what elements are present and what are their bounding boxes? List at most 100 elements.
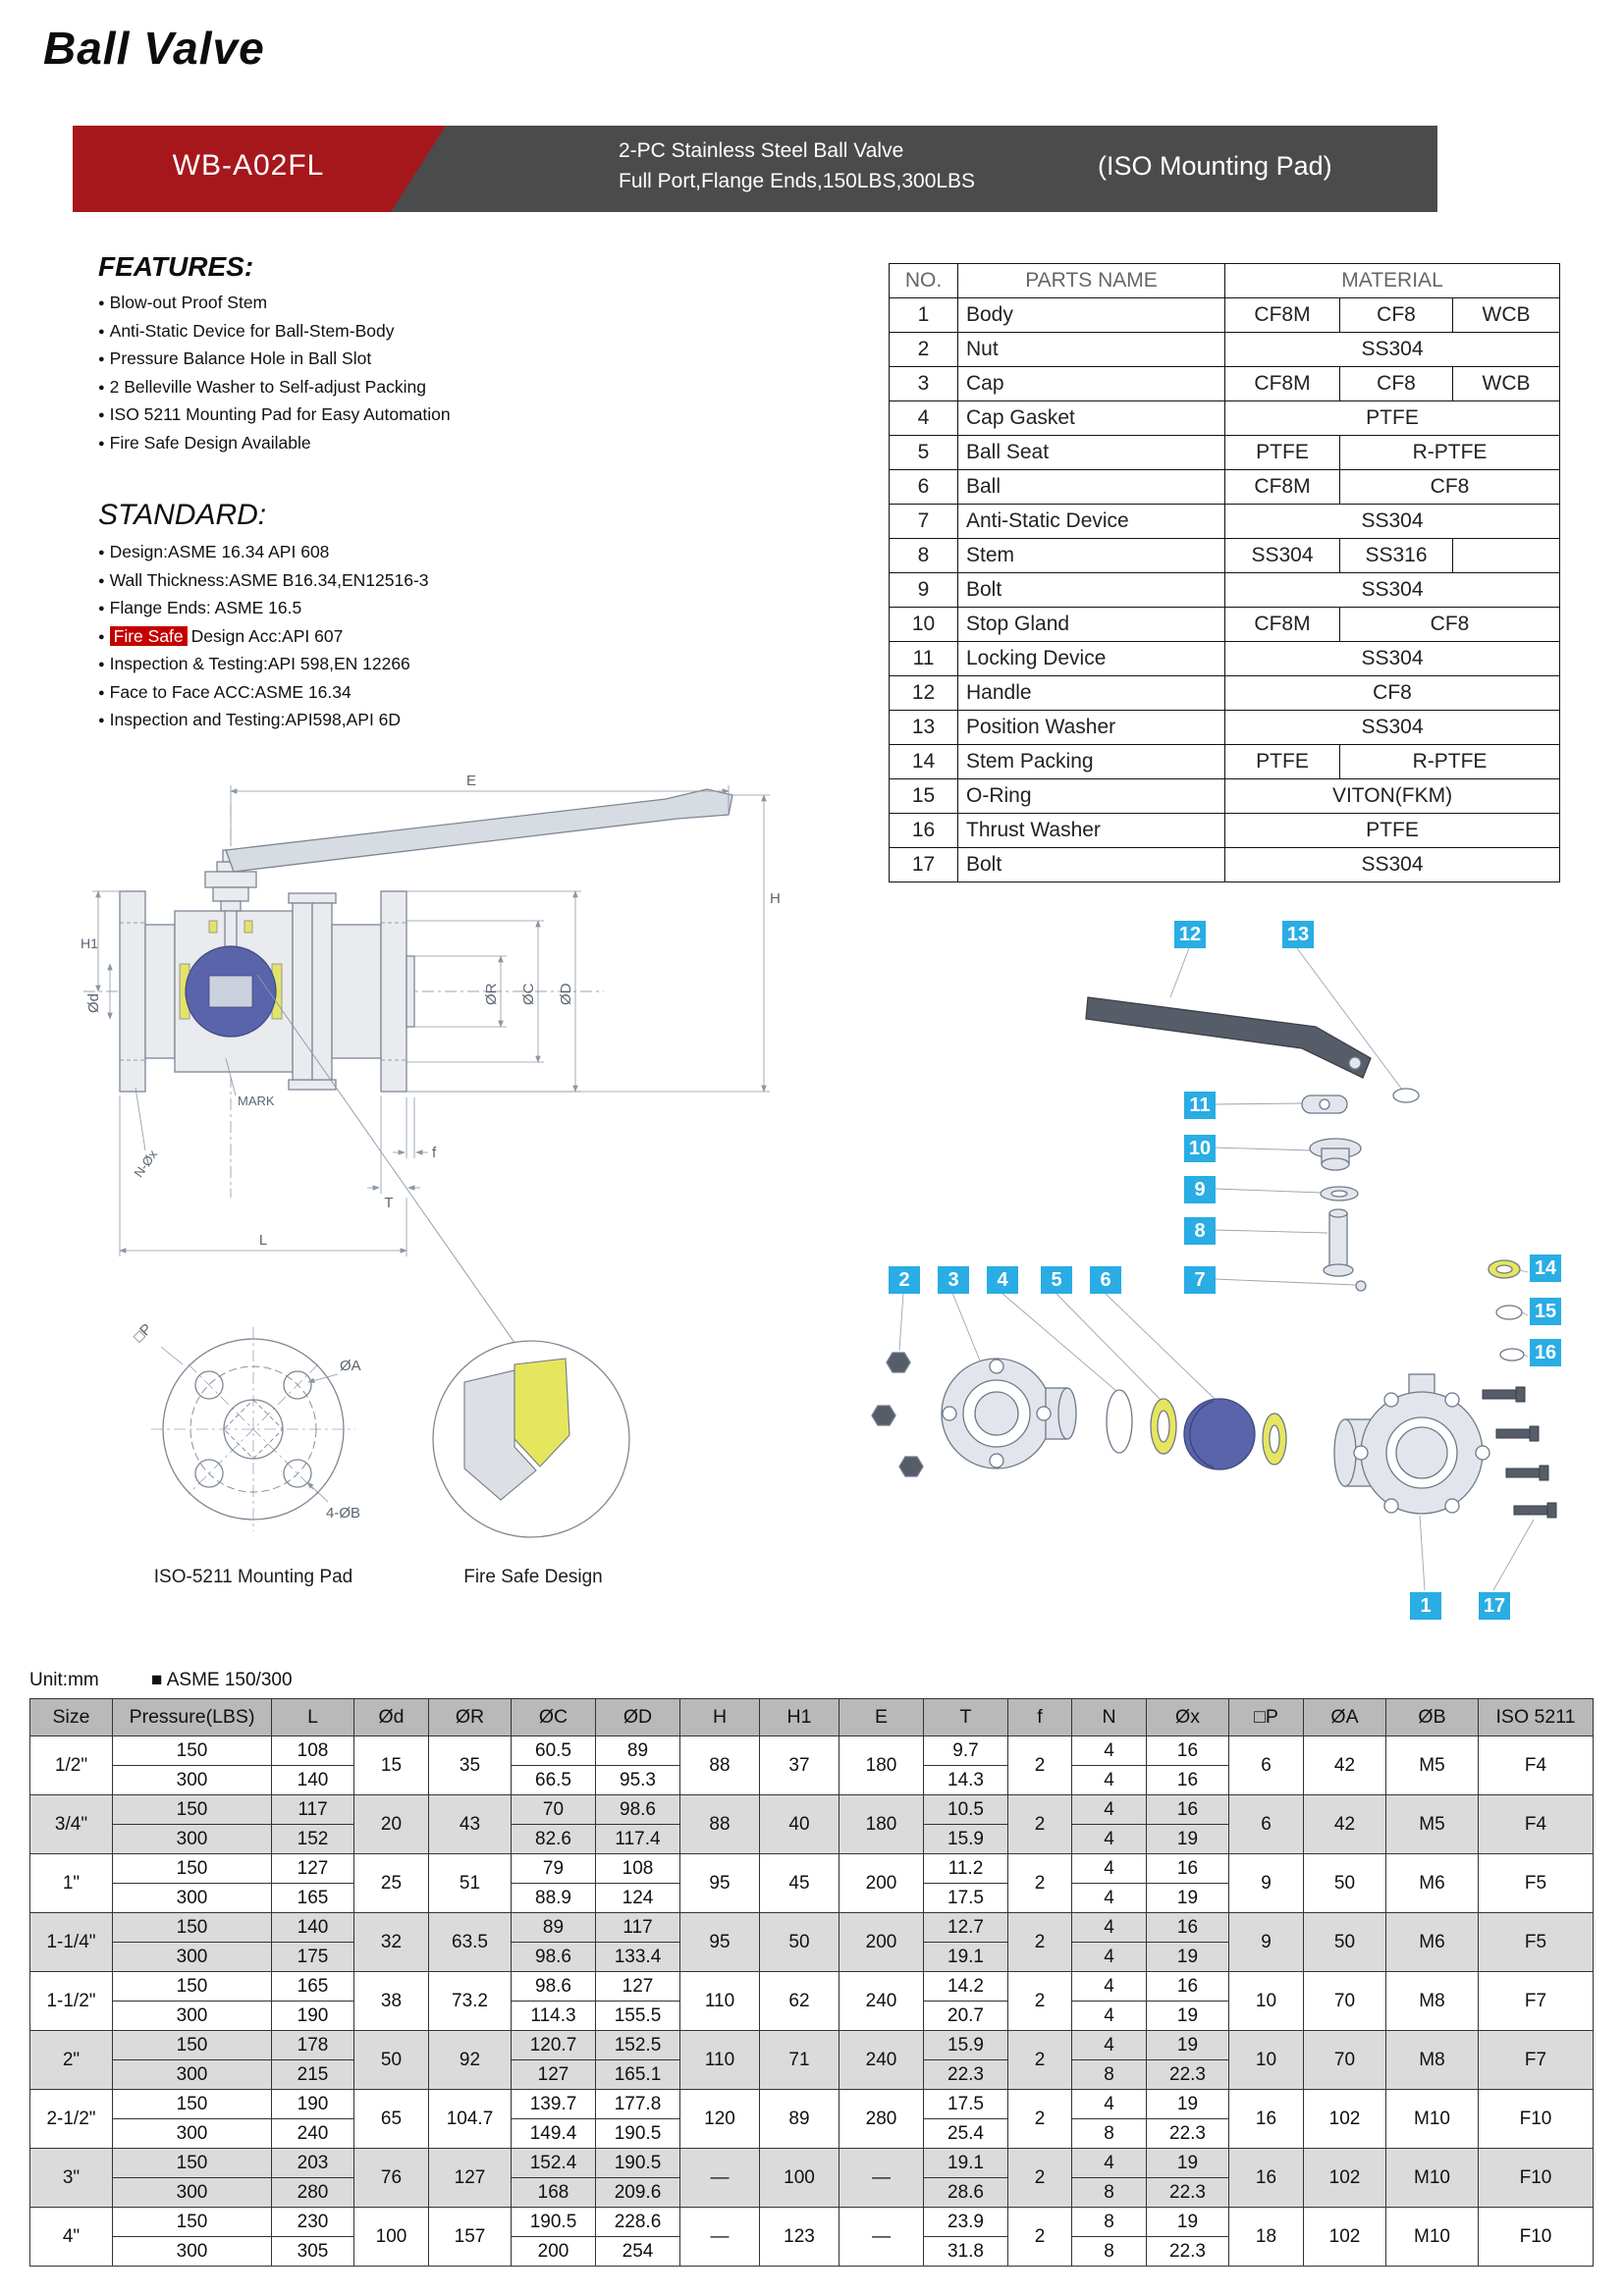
part-no: 5 bbox=[889, 435, 958, 470]
iso-pad-caption: ISO-5211 Mounting Pad bbox=[153, 1567, 353, 1587]
dim-cell: 51 bbox=[428, 1853, 512, 1913]
part-no: 13 bbox=[889, 710, 958, 745]
part-name: Position Washer bbox=[957, 710, 1225, 745]
part-name: Stop Gland bbox=[957, 607, 1225, 642]
dim-cell: 65 bbox=[353, 2089, 429, 2149]
part-material: CF8 bbox=[1338, 469, 1561, 505]
dim-cell: 4 bbox=[1071, 1912, 1147, 1943]
dim-cell: F4 bbox=[1478, 1794, 1594, 1854]
dim-cell: 190.5 bbox=[511, 2207, 596, 2237]
size-cell: 1/2" bbox=[29, 1735, 113, 1795]
dim-cell: F10 bbox=[1478, 2089, 1594, 2149]
dim-cell: 76 bbox=[353, 2148, 429, 2208]
dim-cell: 9 bbox=[1228, 1853, 1304, 1913]
dim-cell: 100 bbox=[759, 2148, 839, 2208]
dim-cell: 280 bbox=[839, 2089, 924, 2149]
dim-label-h1: H1 bbox=[81, 935, 98, 951]
dim-cell: 300 bbox=[112, 1765, 272, 1795]
dim-cell: 50 bbox=[353, 2030, 429, 2090]
dim-cell: 10.5 bbox=[923, 1794, 1008, 1825]
dim-cell: 92 bbox=[428, 2030, 512, 2090]
mark-label: MARK bbox=[238, 1094, 275, 1108]
dim-cell: 43 bbox=[428, 1794, 512, 1854]
dim-label-f: f bbox=[432, 1145, 437, 1161]
part-name: Ball bbox=[957, 469, 1225, 505]
part-name: Locking Device bbox=[957, 641, 1225, 676]
dim-cell: F7 bbox=[1478, 2030, 1594, 2090]
dim-cell: 88 bbox=[679, 1735, 760, 1795]
dim-cell: 70 bbox=[1303, 2030, 1386, 2090]
model-number: WB-A02FL bbox=[172, 149, 325, 182]
part-material: CF8M bbox=[1224, 366, 1340, 401]
dim-cell: 20 bbox=[353, 1794, 429, 1854]
part-material: SS316 bbox=[1339, 538, 1453, 573]
dim-cell: 200 bbox=[839, 1853, 924, 1913]
dim-cell: 300 bbox=[112, 1942, 272, 1972]
part-material bbox=[1451, 538, 1561, 573]
part-tag-9: 9 bbox=[1184, 1176, 1216, 1203]
fire-safe-detail-drawing bbox=[432, 1340, 630, 1538]
part-material: SS304 bbox=[1223, 332, 1561, 367]
dim-header-cell: ØC bbox=[511, 1698, 596, 1736]
dim-cell: 95.3 bbox=[595, 1765, 680, 1795]
dim-cell: 200 bbox=[511, 2236, 596, 2267]
features-list: Blow-out Proof StemAnti-Static Device fo… bbox=[98, 290, 560, 457]
dim-cell: 17.5 bbox=[923, 2089, 1008, 2119]
dim-cell: 98.6 bbox=[595, 1794, 680, 1825]
part-no: 4 bbox=[889, 400, 958, 436]
dim-header-cell: T bbox=[923, 1698, 1008, 1736]
dim-label-h: H bbox=[770, 890, 781, 907]
part-material: PTFE bbox=[1223, 813, 1561, 848]
dim-cell: 16 bbox=[1146, 1971, 1229, 2002]
part-material: CF8 bbox=[1339, 366, 1453, 401]
dim-cell: 4 bbox=[1071, 1735, 1147, 1766]
dim-cell: 20.7 bbox=[923, 2001, 1008, 2031]
dim-header-cell: ØA bbox=[1303, 1698, 1386, 1736]
dim-cell: 2 bbox=[1007, 1735, 1072, 1795]
dim-cell: 139.7 bbox=[511, 2089, 596, 2119]
features-heading: FEATURES: bbox=[98, 251, 254, 282]
dim-cell: 66.5 bbox=[511, 1765, 596, 1795]
dim-cell: 22.3 bbox=[1146, 2118, 1229, 2149]
dim-cell: 280 bbox=[271, 2177, 354, 2208]
dim-cell: 133.4 bbox=[595, 1942, 680, 1972]
dim-cell: 2 bbox=[1007, 1912, 1072, 1972]
dim-cell: 16 bbox=[1228, 2148, 1304, 2208]
part-name: Nut bbox=[957, 332, 1225, 367]
dim-cell: 28.6 bbox=[923, 2177, 1008, 2208]
dim-cell: 124 bbox=[595, 1883, 680, 1913]
standard-section: STANDARD: Design:ASME 16.34 API 608Wall … bbox=[98, 499, 579, 735]
size-cell: 2-1/2" bbox=[29, 2089, 113, 2149]
dim-cell: 2 bbox=[1007, 1971, 1072, 2031]
dim-cell: 200 bbox=[839, 1912, 924, 1972]
part-material: CF8 bbox=[1339, 297, 1453, 333]
dim-header-cell: f bbox=[1007, 1698, 1072, 1736]
dim-cell: 8 bbox=[1071, 2177, 1147, 2208]
dim-cell: 117.4 bbox=[595, 1824, 680, 1854]
standard-item: Wall Thickness:ASME B16.34,EN12516-3 bbox=[98, 567, 579, 596]
dim-cell: 60.5 bbox=[511, 1735, 596, 1766]
dim-cell: 240 bbox=[839, 2030, 924, 2090]
standard-list: Design:ASME 16.34 API 608Wall Thickness:… bbox=[98, 539, 579, 735]
part-name: Cap bbox=[957, 366, 1225, 401]
dim-cell: 4 bbox=[1071, 1942, 1147, 1972]
part-tag-5: 5 bbox=[1041, 1266, 1072, 1294]
dim-cell: 127 bbox=[271, 1853, 354, 1884]
dim-cell: 180 bbox=[839, 1735, 924, 1795]
part-material: SS304 bbox=[1223, 710, 1561, 745]
dim-cell: 150 bbox=[112, 1853, 272, 1884]
dim-cell: M6 bbox=[1385, 1912, 1479, 1972]
dim-cell: 100 bbox=[353, 2207, 429, 2267]
dim-cell: F5 bbox=[1478, 1853, 1594, 1913]
